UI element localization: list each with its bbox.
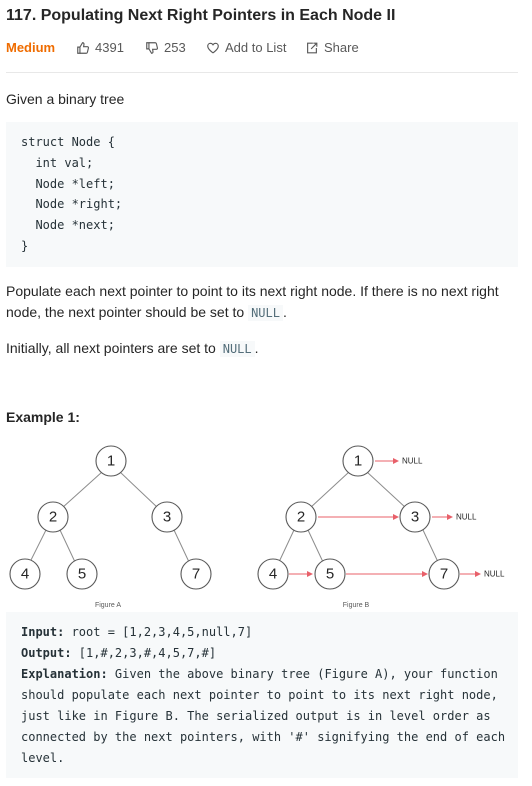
figure-a-caption: Figure A	[95, 602, 121, 609]
node-label: 3	[411, 509, 419, 526]
tree-node	[37, 501, 69, 533]
description-paragraph-1: Populate each next pointer to point to i…	[6, 281, 521, 324]
node-label: 7	[440, 566, 448, 583]
example-input-line: Input: root = [1,2,3,4,5,null,7]	[21, 622, 518, 643]
tree-node	[66, 558, 98, 590]
null-label: NULL	[456, 513, 477, 522]
code-line: struct Node {	[21, 135, 115, 149]
share-button[interactable]: Share	[305, 40, 359, 55]
dislike-count: 253	[164, 40, 186, 55]
node-label: 1	[354, 453, 362, 470]
node-label: 4	[269, 566, 277, 583]
paragraph-text: Populate each next pointer to point to i…	[6, 283, 499, 320]
tree-edge	[422, 529, 439, 563]
paragraph-text: .	[282, 304, 287, 320]
explanation-label: Explanation:	[21, 667, 108, 681]
figure-b-nodes	[257, 445, 460, 590]
explanation-text: Given the above binary tree (Figure A), …	[107, 667, 498, 681]
tree-edge	[173, 529, 190, 563]
tree-edge	[309, 471, 350, 509]
tree-edge	[119, 471, 159, 509]
tree-node	[428, 558, 460, 590]
difficulty-label: Medium	[6, 40, 56, 55]
example-explanation-line: Explanation: Given the above binary tree…	[21, 664, 518, 685]
explanation-text: connected by the next pointers, with '#'…	[21, 730, 506, 744]
node-label: 1	[107, 453, 115, 470]
output-value: [1,#,2,3,#,4,5,7,#]	[71, 646, 217, 660]
share-icon	[307, 42, 318, 53]
intro-text: Given a binary tree	[6, 91, 125, 107]
node-label: 5	[326, 566, 334, 583]
thumbs-up-icon	[77, 41, 90, 54]
tree-node	[257, 558, 289, 590]
explanation-text: should populate each next pointer to poi…	[21, 688, 498, 702]
problem-title: 117. Populating Next Right Pointers in E…	[6, 7, 396, 24]
null-label: NULL	[402, 457, 423, 466]
node-label: 5	[78, 566, 86, 583]
tree-node	[399, 501, 431, 533]
figure-a-edges	[29, 471, 190, 563]
example-io-block: Input: root = [1,2,3,4,5,null,7] Output:…	[6, 612, 518, 778]
problem-meta-bar: Medium 4391 253 Add to List Share	[6, 40, 526, 58]
share-label: Share	[324, 40, 359, 55]
explanation-text: just like in Figure B. The serialized ou…	[21, 709, 491, 723]
null-inline-code: NULL	[248, 305, 283, 321]
input-label: Input:	[21, 625, 65, 639]
node-label: 2	[297, 509, 305, 526]
dislike-button[interactable]: 253	[145, 40, 186, 55]
like-button[interactable]: 4391	[76, 40, 124, 55]
figure-a-nodes	[9, 445, 212, 590]
node-label: 4	[21, 566, 29, 583]
tree-edge	[278, 529, 295, 563]
tree-node	[314, 558, 346, 590]
null-label: NULL	[484, 570, 505, 579]
paragraph-text: .	[254, 340, 259, 356]
tree-node	[342, 445, 374, 477]
output-label: Output:	[21, 646, 72, 660]
example-figure: 1 2 3 4 5 7 Figure A 1 2 3 4 5 7	[9, 445, 505, 609]
figure-b-caption: Figure B	[343, 602, 370, 609]
add-to-list-label: Add to List	[225, 40, 287, 55]
header-divider	[6, 72, 518, 73]
tree-edge	[307, 529, 324, 563]
tree-edge	[29, 529, 47, 563]
null-inline-code: NULL	[219, 341, 255, 357]
input-value: root = [1,2,3,4,5,null,7]	[64, 625, 253, 639]
tree-edge	[61, 471, 103, 509]
paragraph-text: Initially, all next pointers are set to	[6, 340, 220, 356]
explanation-text: level.	[21, 751, 65, 765]
struct-code-block: struct Node { int val; Node *left; Node …	[6, 122, 518, 267]
node-label: 2	[49, 509, 57, 526]
tree-edge	[366, 471, 407, 509]
tree-node	[180, 558, 212, 590]
description-paragraph-2: Initially, all next pointers are set to …	[6, 338, 521, 360]
figure-b-next-pointers	[289, 458, 481, 577]
code-line: int val;	[21, 155, 94, 170]
example-output-line: Output: [1,#,2,3,#,4,5,7,#]	[21, 643, 518, 664]
example-title: Example 1:	[6, 409, 80, 425]
add-to-list-button[interactable]: Add to List	[206, 40, 286, 55]
tree-node	[95, 445, 127, 477]
code-line: Node *next;	[21, 218, 115, 233]
tree-node	[285, 501, 317, 533]
figure-b-edges	[278, 471, 439, 563]
like-count: 4391	[95, 40, 124, 55]
node-label: 7	[192, 566, 200, 583]
tree-node	[9, 558, 41, 590]
code-line: Node *left;	[21, 176, 115, 191]
code-line: Node *right;	[21, 197, 123, 212]
thumbs-down-icon	[146, 41, 159, 54]
node-label: 3	[163, 509, 171, 526]
code-line: }	[21, 238, 29, 253]
heart-icon	[207, 42, 219, 53]
tree-edge	[59, 529, 76, 563]
tree-node	[151, 501, 183, 533]
